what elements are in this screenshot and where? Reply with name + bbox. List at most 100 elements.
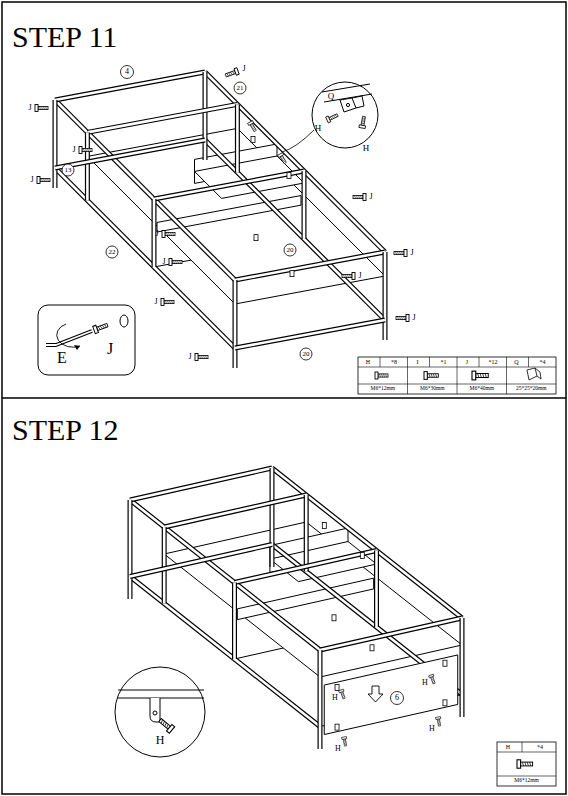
frame-tube-face: [235, 551, 377, 583]
part-letter: J: [369, 193, 372, 201]
table-rule: [528, 357, 529, 367]
screw-head: [93, 325, 99, 333]
screw: [339, 689, 347, 699]
screw-thread: [380, 374, 381, 377]
bracket-tab: [370, 645, 374, 651]
part-letter: J: [154, 298, 157, 306]
bracket-hole: [153, 711, 157, 715]
screw-head: [37, 177, 40, 184]
screw-thread: [86, 148, 87, 151]
screw-thread: [229, 72, 231, 75]
callout-number: 21: [237, 85, 244, 92]
screw-thread: [404, 316, 405, 319]
screw-shaft: [164, 300, 174, 303]
bracket-tab: [360, 553, 364, 559]
frame-tube: [318, 650, 323, 749]
step-title: STEP 11: [12, 22, 117, 52]
screw-head: [161, 299, 164, 306]
screw-thread: [398, 251, 399, 254]
screw-shaft: [341, 692, 345, 699]
screw-thread: [344, 744, 346, 745]
table-cell: 25*25*20mm: [516, 386, 547, 392]
screw: [35, 105, 48, 112]
screw-head: [517, 760, 521, 768]
screw-thread: [485, 374, 486, 378]
parts-table: [358, 357, 556, 394]
table-cell: H: [366, 359, 370, 365]
screw: [429, 674, 437, 684]
part-letter: J: [358, 272, 361, 280]
table-cell: *8: [391, 359, 397, 365]
inset-tube: [118, 690, 204, 698]
screw-thread: [335, 114, 337, 117]
screw-thread: [168, 300, 169, 303]
screw-thread: [90, 148, 91, 151]
part-letter: J: [188, 353, 191, 361]
table-rule: [457, 357, 458, 394]
screw-thread: [396, 251, 397, 254]
frame-tube: [128, 500, 133, 599]
screw-head: [248, 121, 254, 126]
tool-inset: [38, 305, 135, 375]
screw: [436, 717, 442, 727]
screw-thread: [480, 374, 481, 378]
callout-number: 13: [65, 167, 72, 174]
frame-tube: [55, 140, 205, 168]
frame-tube-face: [235, 252, 385, 280]
screw: [517, 760, 533, 768]
frame-tube: [235, 320, 385, 348]
part-letter: J: [30, 176, 33, 184]
screw: [375, 372, 388, 379]
turn-arrow-head: [74, 345, 80, 350]
screw-head: [79, 147, 82, 154]
screw-thread: [402, 251, 403, 254]
parts-table: [497, 742, 556, 786]
frame-tube: [162, 527, 167, 604]
frame-tube-face: [320, 618, 462, 650]
table-rule: [380, 357, 381, 367]
callout-circle: [391, 692, 404, 705]
screw: [93, 321, 109, 333]
part-letter: H: [315, 124, 322, 133]
screw-thread: [432, 680, 434, 681]
screw-thread: [361, 195, 362, 198]
screw-thread: [172, 300, 173, 303]
screw-shaft: [82, 148, 92, 151]
part-letter: J: [162, 258, 165, 266]
screw-head: [404, 250, 407, 257]
frame-tube: [203, 72, 208, 160]
part-letter: J: [107, 341, 113, 357]
table-border: [497, 742, 556, 786]
screw-thread: [342, 697, 344, 698]
screw-thread: [42, 178, 43, 181]
frame-tube: [85, 132, 90, 200]
screw-thread: [438, 723, 440, 724]
screw-thread: [251, 124, 254, 126]
screw: [169, 259, 182, 266]
screw-thread: [431, 374, 432, 378]
screw-thread: [166, 724, 169, 728]
screw-head: [326, 116, 331, 123]
frame-tube-face: [271, 468, 274, 567]
screw-shaft: [361, 116, 365, 125]
screw-thread: [202, 355, 203, 358]
screw-shaft: [343, 739, 346, 746]
table-rule: [497, 752, 556, 753]
table-cell: *1: [441, 359, 447, 365]
screw-thread: [44, 178, 45, 181]
bracket-tab: [254, 235, 258, 241]
screw-thread: [438, 724, 440, 725]
frame-tube-face: [87, 104, 237, 132]
screw-thread: [429, 374, 430, 378]
screw-thread: [206, 355, 207, 358]
screw-thread: [167, 232, 168, 235]
frame-tube-face: [272, 468, 462, 618]
table-rule: [429, 357, 430, 367]
callout-number: 20: [303, 351, 310, 358]
bracket-tab: [322, 523, 326, 529]
frame-tube-face: [235, 320, 385, 348]
table-cell: *4: [537, 744, 543, 750]
screw-shaft: [521, 762, 533, 766]
frame-tube-face: [461, 618, 464, 717]
screw-thread: [431, 678, 433, 679]
